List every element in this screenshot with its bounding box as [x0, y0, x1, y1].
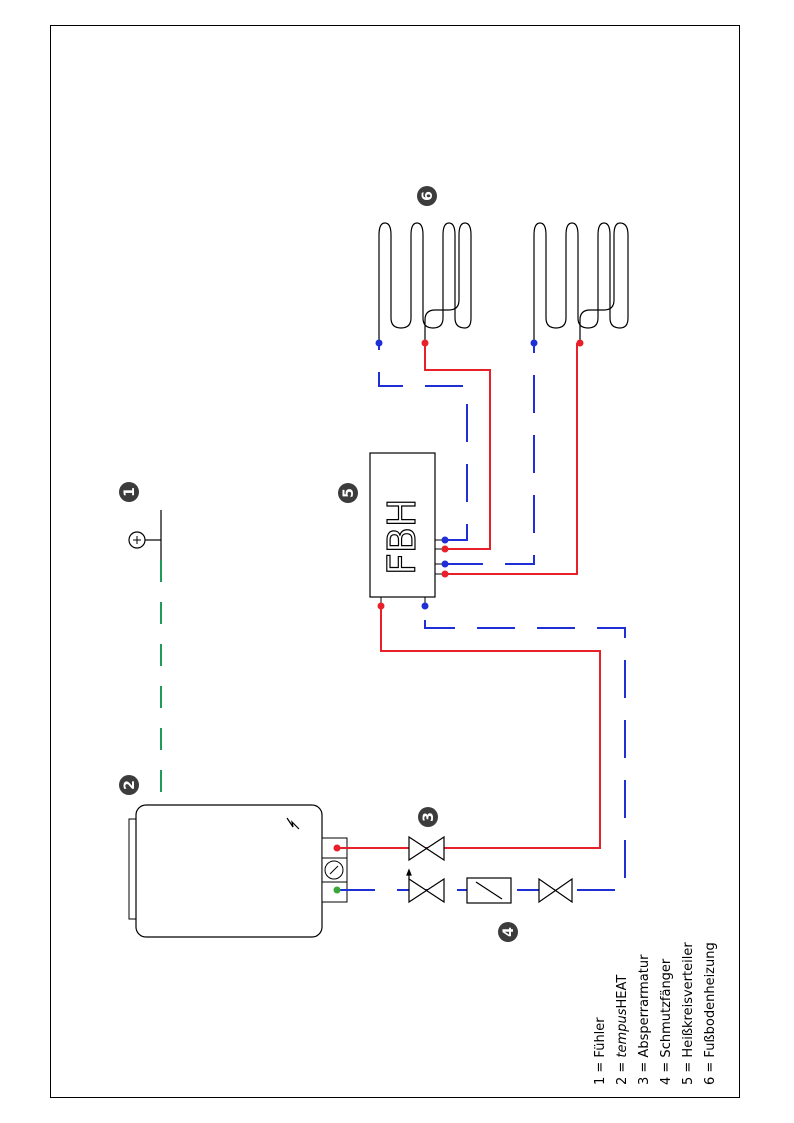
marker-4: 4: [498, 922, 518, 942]
marker-1: 1: [119, 482, 139, 502]
marker-6: 6: [417, 186, 437, 206]
supply-line: [337, 343, 601, 849]
shutoff-valve-icon: [538, 877, 573, 904]
shutoff-valve-icon: [408, 835, 445, 862]
svg-text:6: 6: [420, 191, 436, 201]
underfloor-coil-left: [378, 222, 472, 343]
underfloor-coil-right: [533, 222, 629, 343]
legend-item-3: 3 = Absperrarmatur: [637, 954, 652, 1085]
marker-3: 3: [418, 807, 438, 827]
connection-dots: [333, 339, 584, 894]
gauge-icon: [324, 860, 344, 880]
svg-text:5: 5: [341, 488, 357, 498]
distributor-label: FBH: [380, 498, 424, 575]
dirt-trap-icon: [466, 877, 512, 904]
legend-item-5: 5 = Heißkreisverteiler: [681, 942, 696, 1085]
svg-text:3: 3: [421, 812, 437, 822]
svg-text:2: 2: [122, 780, 138, 790]
marker-2: 2: [119, 775, 139, 795]
shutoff-valve-icon: [406, 868, 445, 904]
heater-unit-icon: [128, 804, 348, 938]
legend-item-1: 1 = Fühler: [593, 1017, 608, 1085]
lightning-icon: [286, 817, 300, 830]
legend: 1 = Fühler 2 = tempusHEAT 3 = Absperrarm…: [593, 942, 718, 1085]
legend-item-6: 6 = Fußbodenheizung: [703, 942, 718, 1085]
distributor-box: FBH: [369, 452, 445, 606]
svg-text:1: 1: [122, 487, 138, 497]
marker-5: 5: [338, 483, 358, 503]
legend-item-4: 4 = Schmutzfänger: [659, 958, 674, 1085]
drawing-frame: [50, 25, 740, 1098]
return-line: [337, 343, 626, 891]
legend-item-2: 2 = tempusHEAT: [615, 975, 630, 1085]
temperature-sensor-icon: [128, 510, 162, 560]
svg-text:4: 4: [501, 927, 517, 937]
